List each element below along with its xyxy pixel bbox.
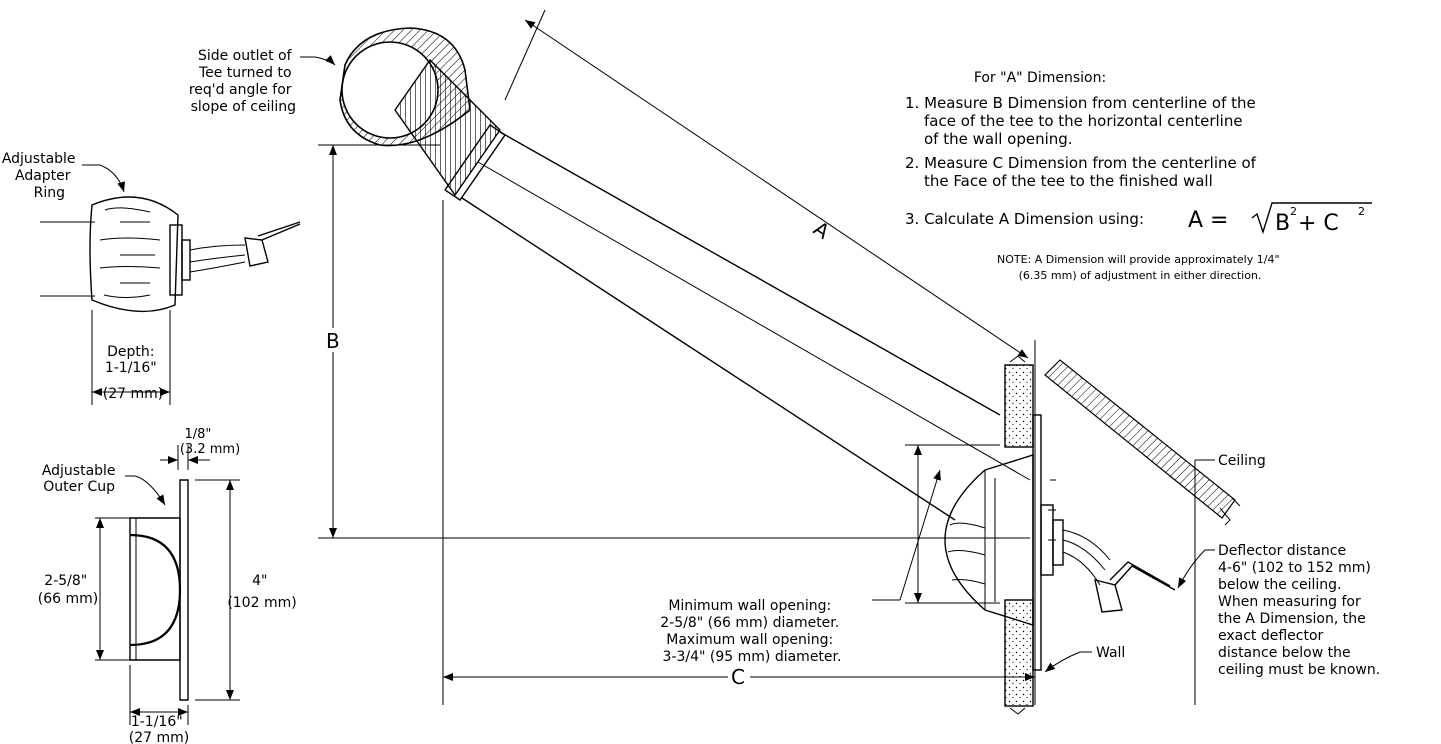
adapter-ring-figure: [40, 164, 301, 405]
formula-b: B: [1275, 211, 1290, 236]
outer-cup-figure: [95, 445, 240, 725]
wall-leader: [1044, 651, 1092, 673]
dimension-b: [318, 144, 1030, 539]
formula-lhs: A =: [1188, 208, 1228, 233]
wall-opening-label: Minimum wall opening: 2-5/8" (66 mm) dia…: [660, 598, 843, 665]
dimension-c: [442, 200, 1036, 705]
side-outlet-leader: [300, 55, 336, 66]
wall-opening-dimension: [872, 444, 1000, 604]
side-outlet-label: Side outlet of Tee turned to req'd angle…: [189, 48, 296, 115]
formula-exp2: 2: [1358, 205, 1365, 218]
ceiling-section: [1044, 359, 1241, 526]
ceiling-label: Ceiling: [1218, 453, 1266, 469]
dimension-a: [504, 9, 1029, 359]
deflector-leader: [1177, 549, 1215, 589]
outer-cup-label: Adjustable Outer Cup: [42, 463, 120, 495]
instructions-steps: 1. Measure B Dimension from centerline o…: [905, 94, 1261, 228]
dia-large-label: 4" (102 mm): [227, 573, 296, 611]
instructions-title: For "A" Dimension:: [974, 70, 1106, 86]
sidewall-sprinkler: [944, 454, 1176, 626]
depth-label: Depth: 1-1/16" (27 mm): [103, 344, 163, 402]
pipe-nipple: [461, 131, 1031, 521]
dimension-c-label: C: [731, 665, 745, 689]
dimension-b-label: B: [326, 329, 340, 353]
wall-section: [1004, 355, 1042, 715]
deflector-label: Deflector distance 4-6" (102 to 152 mm) …: [1218, 543, 1380, 678]
dimension-a-label: A: [809, 216, 834, 244]
sqrt-symbol: [1251, 202, 1372, 235]
ceiling-leader: [1194, 459, 1215, 705]
adapter-ring-label: Adjustable Adapter Ring: [2, 151, 80, 201]
formula-exp1: 2: [1290, 205, 1297, 218]
cup-depth-label: 1-1/16" (27 mm): [129, 714, 189, 744]
formula: A = B 2 + C 2: [1188, 202, 1372, 236]
dia-small-label: 2-5/8" (66 mm): [38, 573, 98, 607]
gap-label: 1/8" (3.2 mm): [180, 427, 240, 457]
formula-plus-c: + C: [1298, 211, 1339, 236]
tee-fitting: [339, 27, 506, 201]
wall-label: Wall: [1096, 645, 1125, 661]
instructions-note: NOTE: A Dimension will provide approxima…: [997, 253, 1283, 282]
